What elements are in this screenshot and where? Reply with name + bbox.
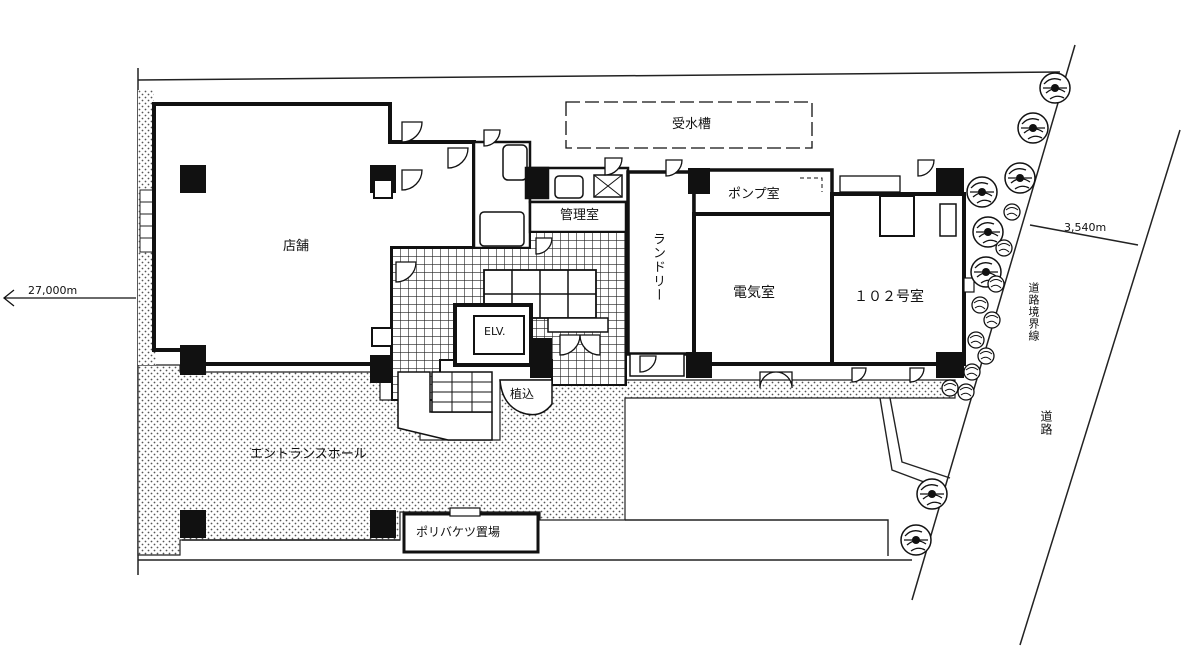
- entrance-hall-label: エントランスホール: [250, 447, 367, 462]
- garbage-area-label: ポリバケツ置場: [416, 525, 501, 539]
- shop-label: 店舗: [283, 239, 310, 254]
- planting-label: 植込: [510, 387, 535, 401]
- road-label: 道路: [1039, 410, 1053, 436]
- left-distance-label: 27,000m: [28, 284, 78, 297]
- water-tank-label: 受水槽: [672, 117, 712, 132]
- road: [1019, 129, 1181, 646]
- garbage-area: [180, 507, 540, 554]
- elevator-label: ELV.: [484, 325, 506, 338]
- left-dimension-arrow: [2, 289, 136, 307]
- right-distance-label: 3,540m: [1064, 221, 1107, 234]
- laundry-label: ランドリー: [650, 232, 665, 302]
- doors: [395, 121, 935, 389]
- service-block: [472, 140, 630, 250]
- unit-102-room: [830, 168, 975, 378]
- management-room-label: 管理室: [560, 208, 600, 223]
- electric-room-label: 電気室: [733, 285, 775, 301]
- road-boundary-label: 道路境界線: [1027, 282, 1040, 342]
- right-yard: [182, 397, 951, 556]
- pump-room-label: ポンプ室: [728, 187, 780, 202]
- unit-102-label: １０２号室: [854, 289, 924, 305]
- elevator-shaft: [453, 303, 552, 378]
- water-tank: [565, 101, 813, 149]
- pump-electric-block: [686, 168, 834, 378]
- center-stairs: [397, 371, 553, 441]
